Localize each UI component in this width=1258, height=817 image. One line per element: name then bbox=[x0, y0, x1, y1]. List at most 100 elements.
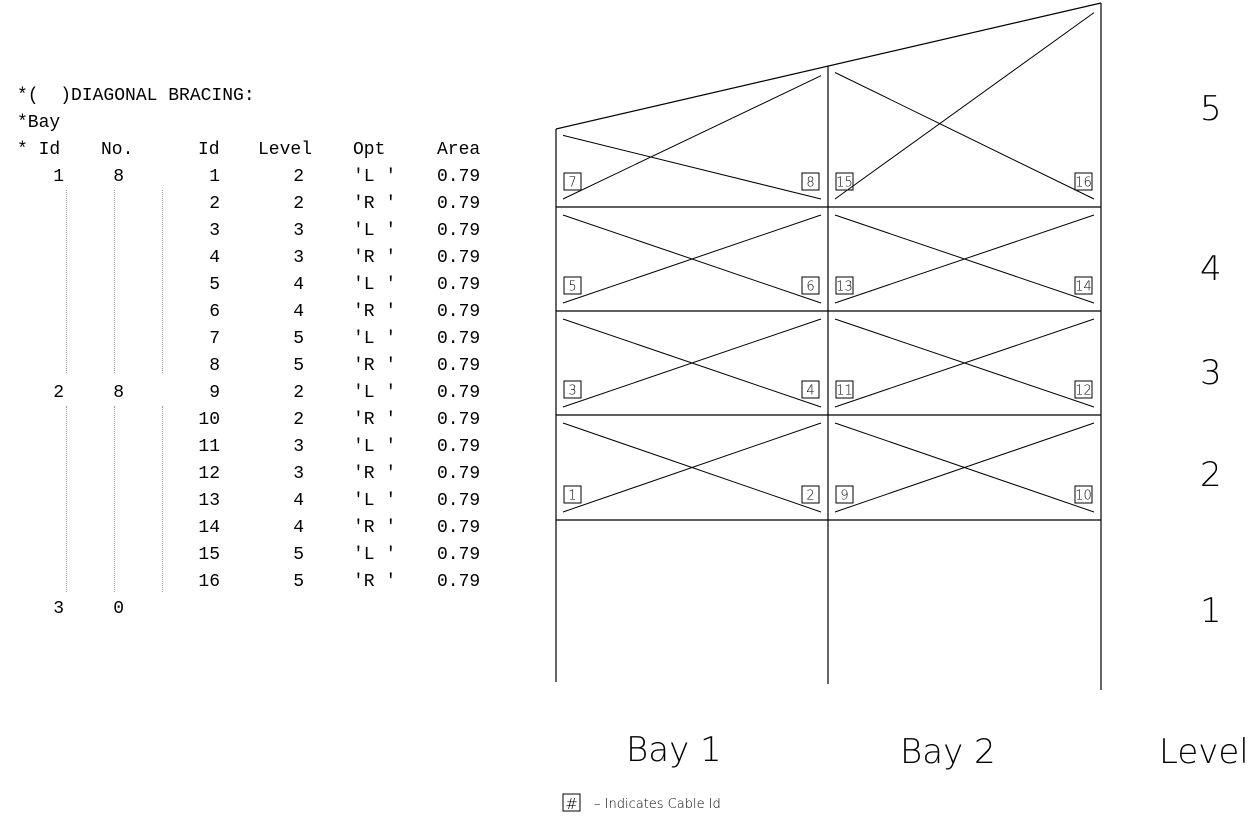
row-opt: 'R ' bbox=[353, 356, 397, 376]
row-level: 5 bbox=[293, 356, 304, 376]
cable-id-box bbox=[1074, 485, 1093, 504]
row-level: 3 bbox=[293, 248, 304, 268]
cable-id-box bbox=[835, 172, 854, 191]
cable-id-label: 9 bbox=[840, 489, 848, 504]
cable-id-box bbox=[563, 380, 582, 399]
row-opt: 'R ' bbox=[353, 518, 397, 538]
cable-id-box bbox=[835, 485, 854, 504]
dotted-guide bbox=[66, 190, 67, 373]
cable-id-label: 14 bbox=[1075, 280, 1092, 295]
dotted-guide bbox=[114, 190, 115, 373]
row-id: 6 bbox=[209, 302, 220, 322]
bay-id: 3 bbox=[53, 599, 64, 619]
cable-id-box bbox=[801, 172, 820, 191]
row-opt: 'L ' bbox=[353, 545, 397, 565]
row-area: 0.79 bbox=[437, 329, 481, 349]
row-id: 13 bbox=[198, 491, 220, 511]
row-level: 4 bbox=[293, 275, 304, 295]
diagonal-brace bbox=[834, 12, 1095, 200]
diagonal-brace bbox=[562, 75, 822, 200]
diagonal-brace bbox=[834, 422, 1095, 513]
table-header-area: Area bbox=[437, 140, 481, 160]
cable-id-label: 6 bbox=[806, 280, 814, 295]
row-id: 2 bbox=[209, 194, 220, 214]
row-area: 0.79 bbox=[437, 518, 481, 538]
row-level: 3 bbox=[293, 437, 304, 457]
row-opt: 'L ' bbox=[353, 437, 397, 457]
cable-id-label: 11 bbox=[836, 384, 853, 399]
dotted-guide bbox=[162, 190, 163, 373]
row-level: 2 bbox=[293, 194, 304, 214]
cable-id-box bbox=[801, 485, 820, 504]
row-id: 9 bbox=[209, 383, 220, 403]
bay-count: 8 bbox=[113, 383, 124, 403]
table-header-bay: *Bay bbox=[17, 113, 61, 133]
row-level: 5 bbox=[293, 545, 304, 565]
row-area: 0.79 bbox=[437, 545, 481, 565]
row-area: 0.79 bbox=[437, 383, 481, 403]
row-id: 16 bbox=[198, 572, 220, 592]
row-area: 0.79 bbox=[437, 491, 481, 511]
legend-box bbox=[562, 793, 581, 812]
level-label: 4 bbox=[1200, 249, 1222, 289]
row-area: 0.79 bbox=[437, 302, 481, 322]
table-header-opt: Opt bbox=[353, 140, 386, 160]
row-level: 4 bbox=[293, 491, 304, 511]
diagonal-brace bbox=[834, 214, 1095, 304]
row-level: 3 bbox=[293, 221, 304, 241]
cable-id-label: 10 bbox=[1075, 489, 1092, 504]
row-area: 0.79 bbox=[437, 464, 481, 484]
table-header-cable-id: Id bbox=[198, 140, 220, 160]
row-area: 0.79 bbox=[437, 194, 481, 214]
legend-text: – Indicates Cable Id bbox=[594, 797, 721, 812]
row-level: 2 bbox=[293, 383, 304, 403]
level-label: 5 bbox=[1200, 89, 1222, 129]
row-level: 2 bbox=[293, 410, 304, 430]
row-id: 8 bbox=[209, 356, 220, 376]
level-label: 3 bbox=[1200, 353, 1222, 393]
row-opt: 'L ' bbox=[353, 275, 397, 295]
cable-id-box bbox=[1074, 172, 1093, 191]
cable-id-label: 8 bbox=[806, 176, 814, 191]
diagonal-braces bbox=[562, 12, 1095, 513]
cable-id-label: 3 bbox=[568, 384, 576, 399]
row-level: 5 bbox=[293, 329, 304, 349]
dotted-guide bbox=[162, 406, 163, 592]
cable-id-box bbox=[835, 276, 854, 295]
cable-id-box bbox=[563, 276, 582, 295]
bay-id: 2 bbox=[53, 383, 64, 403]
row-id: 4 bbox=[209, 248, 220, 268]
bay-label: Bay 1 bbox=[626, 730, 722, 770]
diagonal-brace bbox=[834, 72, 1095, 200]
bay-count: 8 bbox=[113, 167, 124, 187]
cable-id-box bbox=[801, 276, 820, 295]
row-level: 2 bbox=[293, 167, 304, 187]
cable-id-label: 2 bbox=[806, 489, 814, 504]
row-level: 5 bbox=[293, 572, 304, 592]
level-header: Level bbox=[1159, 732, 1249, 772]
row-level: 3 bbox=[293, 464, 304, 484]
roof-line bbox=[555, 2, 1102, 130]
row-opt: 'R ' bbox=[353, 194, 397, 214]
row-id: 12 bbox=[198, 464, 220, 484]
row-opt: 'R ' bbox=[353, 302, 397, 322]
dotted-guide bbox=[66, 406, 67, 592]
row-id: 1 bbox=[209, 167, 220, 187]
row-id: 15 bbox=[198, 545, 220, 565]
dotted-guide bbox=[114, 406, 115, 592]
row-id: 11 bbox=[198, 437, 220, 457]
row-id: 10 bbox=[198, 410, 220, 430]
row-opt: 'R ' bbox=[353, 410, 397, 430]
cable-id-label: 1 bbox=[568, 489, 576, 504]
row-area: 0.79 bbox=[437, 221, 481, 241]
cable-id-box bbox=[801, 380, 820, 399]
cable-id-box bbox=[1074, 380, 1093, 399]
row-area: 0.79 bbox=[437, 410, 481, 430]
row-area: 0.79 bbox=[437, 248, 481, 268]
row-id: 5 bbox=[209, 275, 220, 295]
row-area: 0.79 bbox=[437, 275, 481, 295]
row-opt: 'R ' bbox=[353, 248, 397, 268]
diagonal-brace bbox=[562, 214, 822, 304]
